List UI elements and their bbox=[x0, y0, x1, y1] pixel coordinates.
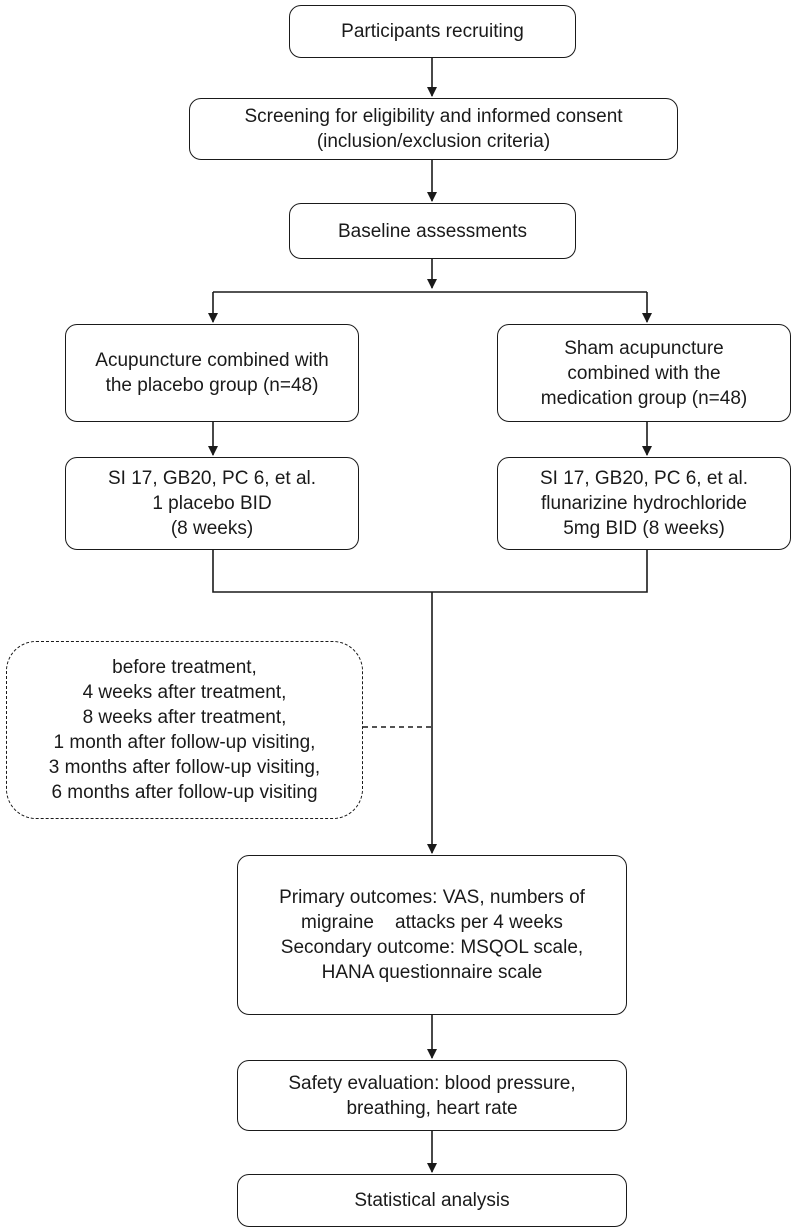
node-participants-recruiting: Participants recruiting bbox=[289, 5, 576, 58]
node-text: medication group (n=48) bbox=[540, 387, 748, 409]
node-text: Safety evaluation: blood pressure, bbox=[288, 1072, 576, 1094]
node-text: Participants recruiting bbox=[341, 21, 524, 42]
node-text: SI 17, GB20, PC 6, et al. bbox=[107, 468, 317, 489]
node-text: SI 17, GB20, PC 6, et al. bbox=[539, 468, 749, 489]
node-treatment-placebo: SI 17, GB20, PC 6, et al. 1 placebo BID … bbox=[65, 457, 359, 550]
node-statistical-analysis: Statistical analysis bbox=[237, 1174, 627, 1227]
node-text: 8 weeks after treatment, bbox=[82, 707, 287, 728]
node-assessment-timepoints: before treatment, 4 weeks after treatmen… bbox=[6, 641, 363, 819]
node-screening: Screening for eligibility and informed c… bbox=[189, 98, 678, 160]
node-baseline-assessments: Baseline assessments bbox=[289, 203, 576, 259]
node-text: Sham acupuncture bbox=[564, 337, 724, 359]
node-text: (inclusion/exclusion criteria) bbox=[316, 131, 551, 152]
node-treatment-flunarizine: SI 17, GB20, PC 6, et al. flunarizine hy… bbox=[497, 457, 791, 550]
node-text: (8 weeks) bbox=[170, 518, 254, 539]
node-group-sham-medication: Sham acupuncture combined with the medic… bbox=[497, 324, 791, 422]
node-text: the placebo group (n=48) bbox=[105, 375, 319, 396]
node-text: Acupuncture combined with bbox=[95, 350, 329, 371]
node-text: 1 month after follow-up visiting, bbox=[53, 732, 316, 753]
node-text: 5mg BID (8 weeks) bbox=[563, 518, 725, 539]
node-text: Screening for eligibility and informed c… bbox=[244, 106, 623, 127]
node-group-acupuncture-placebo: Acupuncture combined with the placebo gr… bbox=[65, 324, 359, 422]
node-text: Baseline assessments bbox=[337, 220, 528, 242]
node-outcomes: Primary outcomes: VAS, numbers of migrai… bbox=[237, 855, 627, 1015]
node-text: 1 placebo BID bbox=[152, 493, 272, 514]
node-text: Statistical analysis bbox=[354, 1190, 510, 1211]
node-text: 3 months after follow-up visiting, bbox=[48, 757, 321, 778]
node-text: combined with the bbox=[567, 362, 721, 384]
node-text: 4 weeks after treatment, bbox=[82, 682, 287, 703]
node-text: Primary outcomes: VAS, numbers of bbox=[279, 887, 585, 908]
merge-line bbox=[212, 550, 648, 593]
node-safety-evaluation: Safety evaluation: blood pressure, breat… bbox=[237, 1060, 627, 1131]
node-text: Secondary outcome: MSQOL scale, bbox=[280, 937, 584, 958]
node-text: HANA questionnaire scale bbox=[321, 962, 543, 983]
node-text: breathing, heart rate bbox=[346, 1097, 518, 1119]
node-text: before treatment, bbox=[112, 657, 257, 678]
node-text: migraine attacks per 4 weeks bbox=[301, 912, 563, 933]
node-text: 6 months after follow-up visiting bbox=[51, 782, 318, 803]
node-text: flunarizine hydrochloride bbox=[541, 493, 747, 514]
